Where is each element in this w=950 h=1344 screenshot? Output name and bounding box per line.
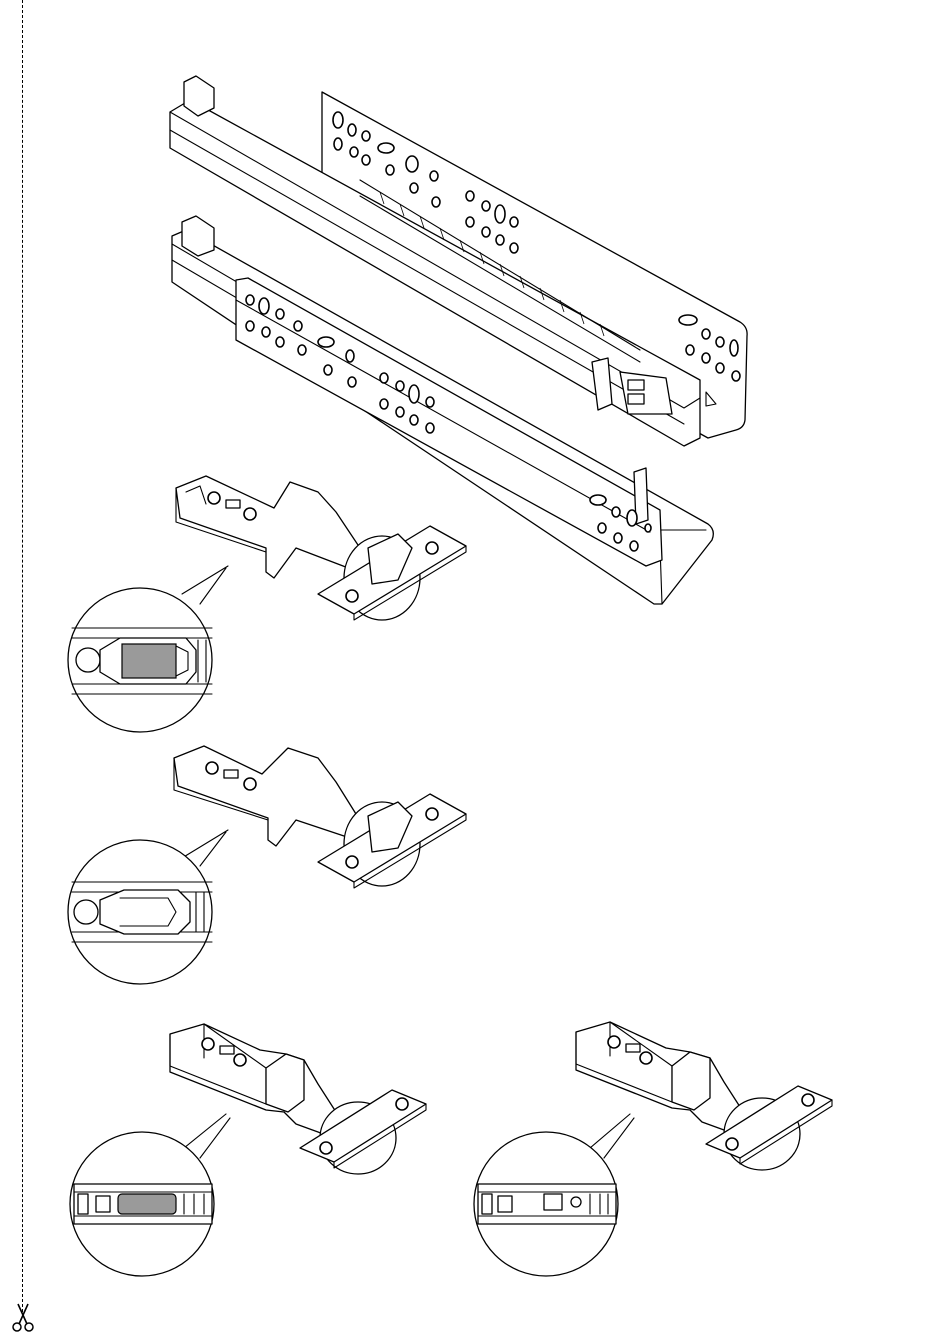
detail-callout-3: [70, 1114, 230, 1276]
hinge-3: [170, 1024, 426, 1174]
hinge-4: [576, 1022, 832, 1170]
detail-callout-1: [68, 566, 228, 732]
detail-callout-4: [474, 1114, 634, 1276]
detail-callout-2: [68, 830, 228, 984]
hinge-1: [176, 476, 466, 620]
hinge-2: [174, 746, 466, 888]
